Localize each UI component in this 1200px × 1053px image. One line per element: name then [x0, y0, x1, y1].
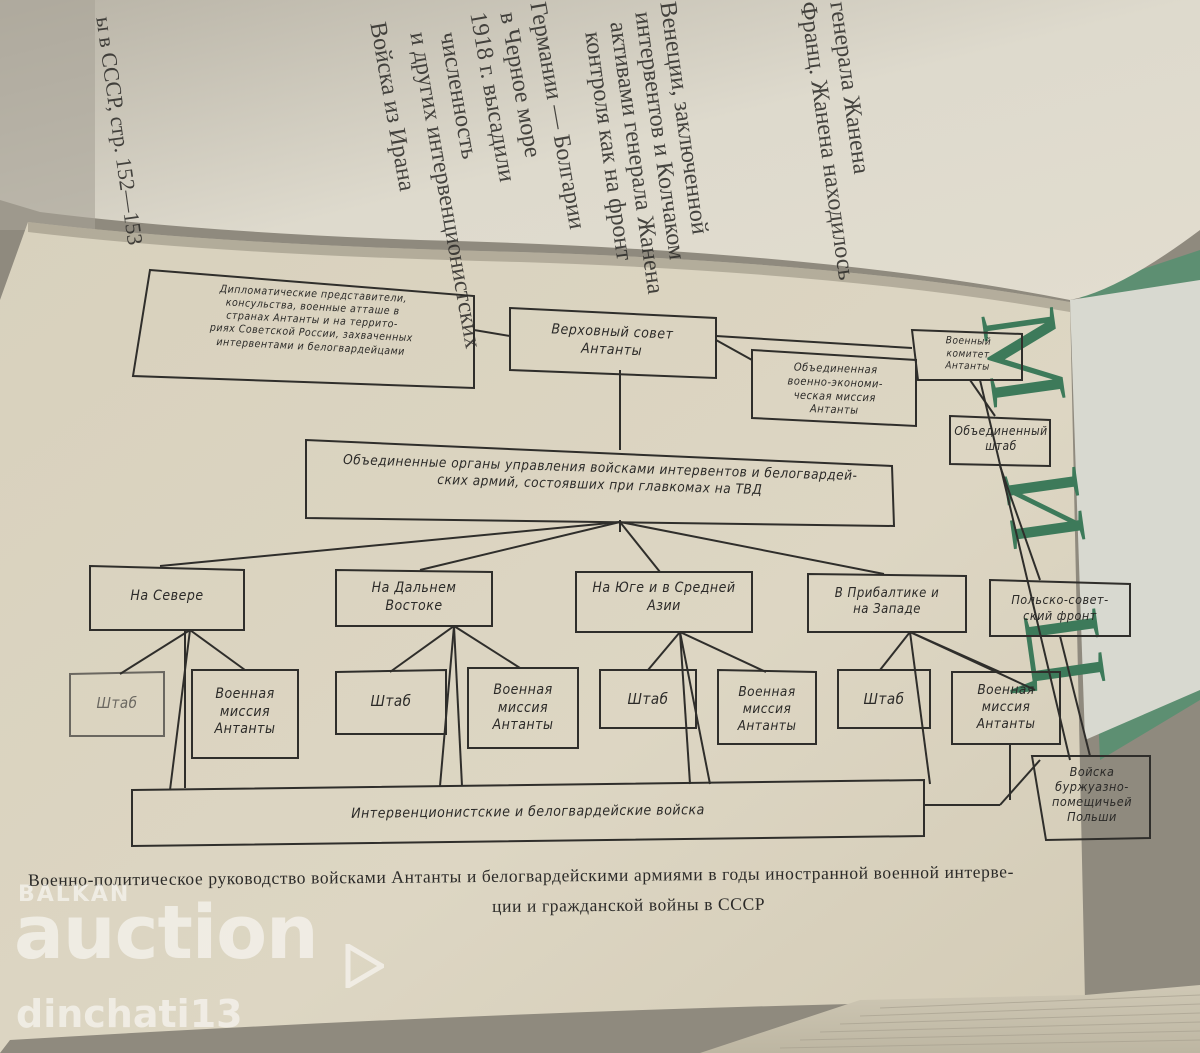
box-diplomatic: [131, 268, 475, 390]
box-polish-front: [989, 578, 1131, 637]
box-far-east: [335, 568, 493, 627]
node-south: На Юге и в Средней Азии: [592, 580, 736, 614]
box-baltic: [807, 572, 967, 633]
node-staff-south: Штаб: [627, 690, 669, 708]
box-staff-2: [335, 668, 447, 735]
node-joint-hq: Объединенный штаб: [954, 424, 1048, 453]
box-staff-3: [599, 669, 697, 729]
box-mission-2: [467, 667, 579, 749]
node-baltic: В Прибалтике и на Западе: [834, 586, 940, 618]
box-mission-3: [717, 668, 817, 745]
node-far-east: На Дальнем Востоке: [371, 580, 457, 614]
box-poland-troops: [1030, 755, 1151, 842]
box-troops: [131, 778, 925, 848]
node-mission-north: Военная миссия Антанты: [214, 686, 276, 737]
box-staff-4: [837, 669, 931, 729]
node-staff-far-east: Штаб: [370, 692, 412, 710]
box-staff-1: [69, 670, 165, 737]
box-north: [89, 564, 245, 631]
node-military-committee: Военный комитет Антанты: [945, 335, 992, 373]
node-mission-baltic: Военная миссия Антанты: [976, 682, 1036, 732]
node-mission-far-east: Военная миссия Антанты: [492, 682, 554, 733]
diagram-caption-line-2: ции и гражданской войны в СССР: [492, 893, 766, 916]
box-mission-4: [951, 671, 1061, 745]
node-polish-front: Польско-совет- ский фронт: [1011, 592, 1109, 623]
box-mission-1: [191, 669, 299, 759]
lower-book-page: [0, 222, 1085, 1053]
box-joint-hq: [949, 414, 1051, 468]
node-staff-baltic: Штаб: [863, 690, 905, 708]
node-mission-south: Военная миссия Антанты: [737, 684, 797, 734]
box-joint-organs: [305, 438, 896, 528]
box-south: [575, 571, 753, 633]
watermark-user: dinchati13: [16, 992, 243, 1036]
box-econ-mission: [751, 348, 917, 428]
upper-book-page: [0, 0, 1200, 300]
node-north: На Севере: [130, 588, 204, 604]
box-supreme-council: [509, 306, 717, 380]
watermark-brand-large: auction: [14, 890, 319, 976]
play-triangle-icon: [345, 944, 384, 988]
node-staff-north: Штаб: [96, 694, 138, 712]
node-econ-mission: Объединенная военно-экономи- ческая мисс…: [787, 360, 884, 418]
node-poland-troops: Войска буржуазно- помещичьей Польши: [1051, 764, 1133, 824]
watermark-brand-small: BALKAN: [18, 882, 131, 907]
